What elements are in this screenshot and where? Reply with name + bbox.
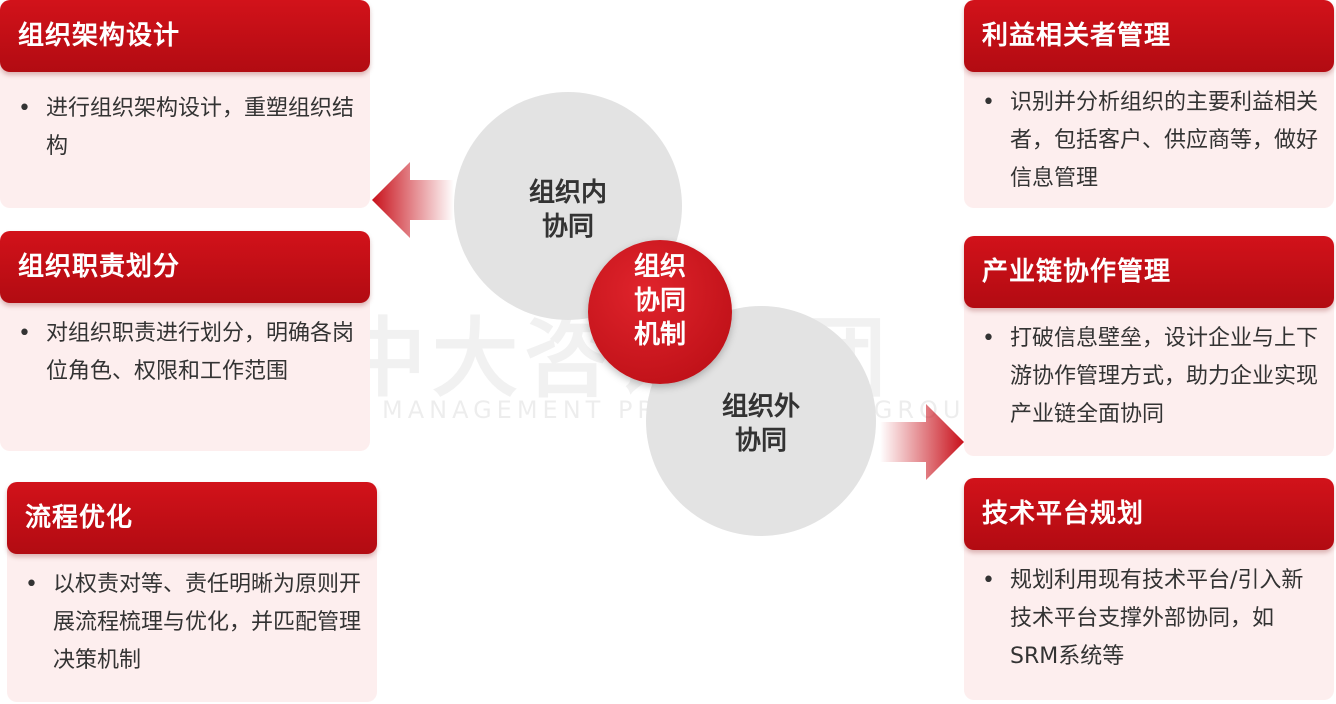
card-header: 组织架构设计 [0,0,370,72]
card-body: • 以权责对等、责任明晰为原则开展流程梳理与优化，并匹配管理决策机制 [7,544,377,702]
card-header: 流程优化 [7,482,377,554]
bullet-text: 进行组织架构设计，重塑组织结构 [46,96,355,159]
bullet-dot-icon: • [18,321,31,346]
left-arrow-icon [372,162,454,238]
bullet-dot-icon: • [18,96,31,121]
external-circle-line-1: 组织外 [721,392,800,422]
card-tech-platform: 技术平台规划 • 规划利用现有技术平台/引入新技术平台支撑外部协同，如SRM系统… [964,478,1334,700]
bullet-dot-icon: • [25,572,38,597]
card-body: • 识别并分析组织的主要利益相关者，包括客户、供应商等，做好信息管理 [964,62,1334,208]
card-title: 产业链协作管理 [982,257,1172,287]
card-title: 组织职责划分 [18,252,181,282]
right-arrow-icon [880,404,964,480]
card-title: 技术平台规划 [982,499,1145,529]
center-line-3: 机制 [633,320,686,350]
card-body: • 进行组织架构设计，重塑组织结构 [0,62,370,208]
center-line-2: 协同 [633,286,686,316]
card-industry-chain: 产业链协作管理 • 打破信息壁垒，设计企业与上下游协作管理方式，助力企业实现产业… [964,236,1334,456]
card-title: 组织架构设计 [18,21,181,51]
card-header: 利益相关者管理 [964,0,1334,72]
center-line-1: 组织 [633,252,686,282]
bullet-dot-icon: • [982,90,995,115]
card-body: • 打破信息壁垒，设计企业与上下游协作管理方式，助力企业实现产业链全面协同 [964,298,1334,456]
bullet-text: 识别并分析组织的主要利益相关者，包括客户、供应商等，做好信息管理 [1010,90,1319,191]
bullet-text: 以权责对等、责任明晰为原则开展流程梳理与优化，并匹配管理决策机制 [53,572,362,673]
internal-circle-line-1: 组织内 [528,178,607,208]
bullet-dot-icon: • [982,568,995,593]
card-header: 产业链协作管理 [964,236,1334,308]
card-header: 技术平台规划 [964,478,1334,550]
internal-circle-line-2: 协同 [541,212,594,242]
card-title: 利益相关者管理 [982,21,1172,51]
card-org-responsibility: 组织职责划分 • 对组织职责进行划分，明确各岗位角色、权限和工作范围 [0,231,370,451]
bullet-text: 对组织职责进行划分，明确各岗位角色、权限和工作范围 [46,321,355,384]
card-header: 组织职责划分 [0,231,370,303]
collaboration-mechanism-circle: 组织 协同 机制 [588,240,732,384]
card-body: • 对组织职责进行划分，明确各岗位角色、权限和工作范围 [0,293,370,451]
card-org-structure: 组织架构设计 • 进行组织架构设计，重塑组织结构 [0,0,370,208]
card-stakeholder-management: 利益相关者管理 • 识别并分析组织的主要利益相关者，包括客户、供应商等，做好信息… [964,0,1334,208]
bullet-text: 打破信息壁垒，设计企业与上下游协作管理方式，助力企业实现产业链全面协同 [1010,326,1319,427]
card-process-optimization: 流程优化 • 以权责对等、责任明晰为原则开展流程梳理与优化，并匹配管理决策机制 [7,482,377,702]
card-body: • 规划利用现有技术平台/引入新技术平台支撑外部协同，如SRM系统等 [964,540,1334,700]
external-circle-line-2: 协同 [734,426,787,456]
bullet-text: 规划利用现有技术平台/引入新技术平台支撑外部协同，如SRM系统等 [1010,568,1304,669]
bullet-dot-icon: • [982,326,995,351]
card-title: 流程优化 [25,503,134,533]
